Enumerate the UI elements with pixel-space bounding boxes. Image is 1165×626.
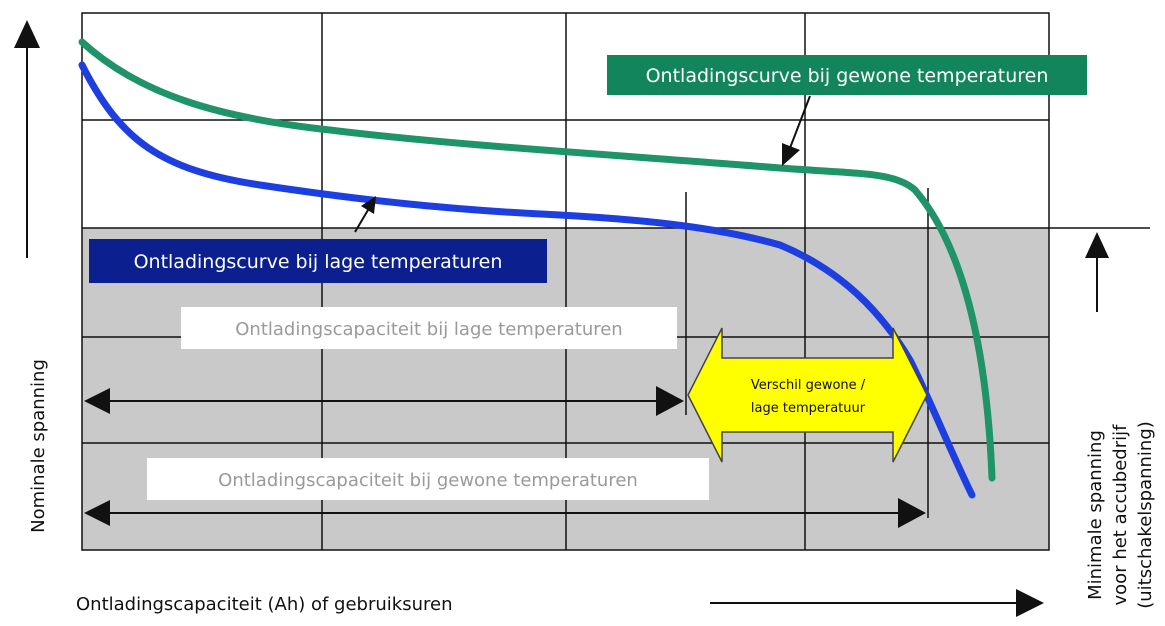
low-curve-label-box	[89, 239, 547, 283]
difference-label-line2: lage temperatuur	[751, 401, 866, 416]
min-voltage-label-line2: voor het accubedrijf	[1110, 424, 1131, 606]
difference-double-arrow	[687, 327, 928, 463]
normal-capacity-arrow	[84, 498, 926, 528]
cutoff-voltage-arrow	[1085, 232, 1109, 312]
low-capacity-label-box	[181, 307, 677, 349]
difference-label-line1: Verschil gewone /	[751, 378, 866, 393]
normal-curve-label: Ontladingscurve bij gewone temperaturen	[646, 65, 1049, 87]
low-capacity-arrow	[84, 386, 684, 416]
x-axis-label: Ontladingscapaciteit (Ah) of gebruiksure…	[76, 594, 453, 615]
low-curve-pointer	[354, 196, 376, 233]
x-axis-arrow	[710, 589, 1044, 617]
normal-curve-pointer	[782, 95, 811, 166]
min-voltage-label-line3: (uitschakelspanning)	[1135, 421, 1156, 609]
min-voltage-label-line1: Minimale spanning	[1085, 430, 1106, 600]
y-axis-label: Nominale spanning	[28, 359, 49, 533]
normal-temperature-curve	[78, 38, 996, 482]
low-curve-label: Ontladingscurve bij lage temperaturen	[134, 251, 503, 273]
y-axis-arrow	[14, 20, 40, 258]
low-capacity-label: Ontladingscapaciteit bij lage temperatur…	[235, 319, 622, 340]
normal-curve-label-box	[607, 55, 1087, 95]
normal-capacity-label: Ontladingscapaciteit bij gewone temperat…	[218, 470, 638, 491]
normal-capacity-label-box	[147, 458, 709, 500]
